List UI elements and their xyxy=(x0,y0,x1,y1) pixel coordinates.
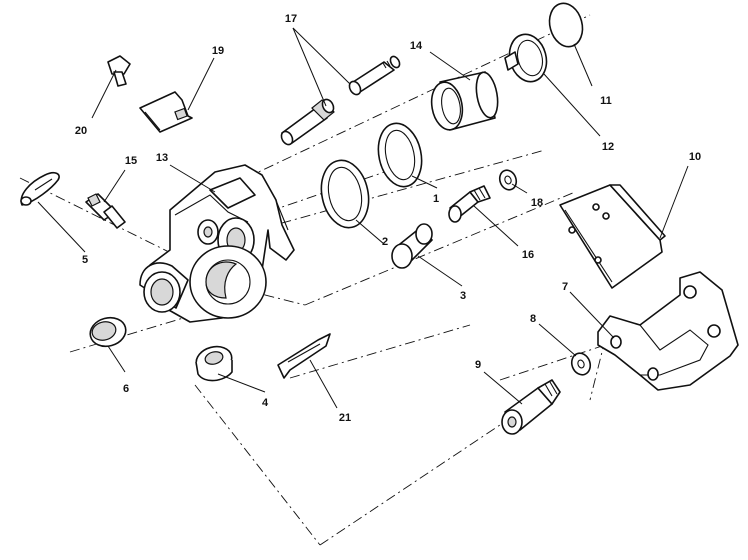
piston xyxy=(430,71,499,131)
callout-18: 18 xyxy=(531,197,543,209)
callout-21: 21 xyxy=(339,412,351,424)
cover-disc xyxy=(548,2,584,48)
brake-pad xyxy=(559,184,666,289)
callout-8: 8 xyxy=(530,313,536,325)
mounting-bolt xyxy=(501,379,561,435)
bleeder-screw-and-bracket xyxy=(107,55,193,133)
guide-pins xyxy=(280,55,401,146)
callout-2: 2 xyxy=(382,236,388,248)
callout-1: 1 xyxy=(433,193,439,205)
callout-16: 16 xyxy=(522,249,534,261)
plug xyxy=(89,316,127,348)
callout-10: 10 xyxy=(689,151,701,163)
adjuster xyxy=(391,223,433,269)
piston-seal-2 xyxy=(320,159,370,229)
callout-19: 19 xyxy=(212,45,224,57)
leader-lines xyxy=(37,27,689,409)
adjuster-screw xyxy=(448,185,491,223)
callout-7: 7 xyxy=(562,281,568,293)
assembly-axes xyxy=(19,14,621,546)
callout-12: 12 xyxy=(602,141,614,153)
callout-15: 15 xyxy=(125,155,137,167)
callout-labels: 1 2 3 4 5 6 7 8 9 10 11 12 13 14 15 16 1… xyxy=(75,13,701,424)
callout-6: 6 xyxy=(123,383,129,395)
washer-8 xyxy=(570,352,592,376)
anti-rattle-spring xyxy=(277,333,331,379)
callout-11: 11 xyxy=(600,95,612,107)
bleeder-cap xyxy=(20,172,60,206)
callout-5: 5 xyxy=(82,254,88,266)
bleeder-valve xyxy=(85,193,126,229)
guide-pin-upper xyxy=(348,55,401,96)
callout-17: 17 xyxy=(285,13,297,25)
callout-14: 14 xyxy=(410,40,423,52)
caliper-body xyxy=(139,164,295,323)
bushing xyxy=(195,345,233,382)
piston-boot xyxy=(504,33,548,83)
mounting-bracket xyxy=(597,271,739,391)
washer-18 xyxy=(498,169,518,191)
callout-20: 20 xyxy=(75,125,87,137)
piston-seal-1 xyxy=(377,122,423,188)
callout-13: 13 xyxy=(156,152,168,164)
callout-4: 4 xyxy=(262,397,269,409)
callout-3: 3 xyxy=(460,290,466,302)
callout-9: 9 xyxy=(475,359,481,371)
guide-pin-lower xyxy=(280,98,335,146)
